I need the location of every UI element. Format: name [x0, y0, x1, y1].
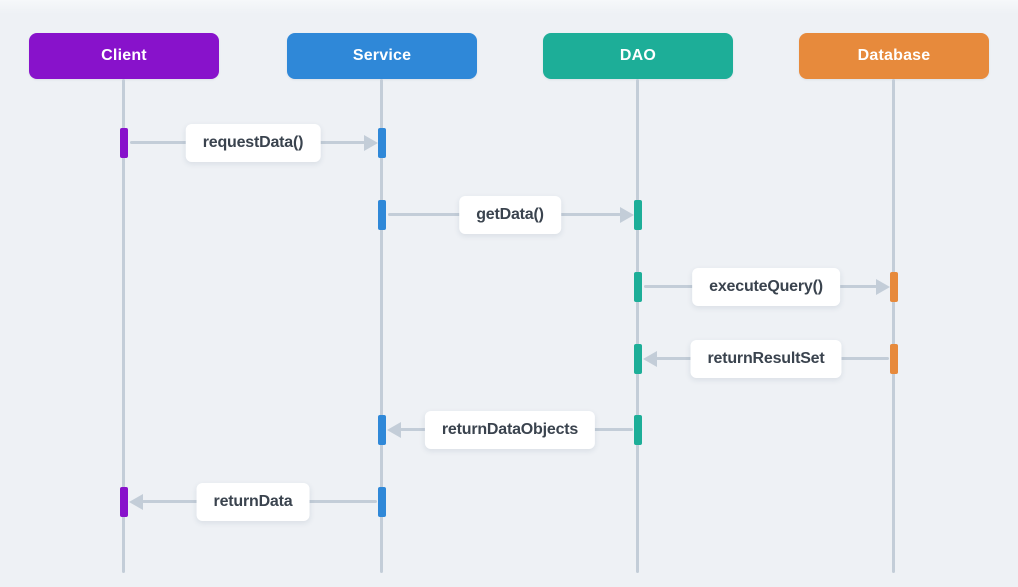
lifeline-dao [636, 79, 639, 573]
activation-dao [634, 415, 642, 445]
activation-dao [634, 344, 642, 374]
actor-box-client: Client [29, 33, 219, 79]
activation-database [890, 344, 898, 374]
arrowhead-left-icon [129, 494, 143, 510]
message-label-return-result-set: returnResultSet [690, 340, 842, 378]
actor-label-client: Client [101, 47, 147, 64]
activation-service [378, 128, 386, 158]
actor-label-database: Database [857, 47, 931, 64]
arrowhead-right-icon [364, 135, 378, 151]
lifeline-service [380, 79, 383, 573]
activation-client [120, 487, 128, 517]
activation-service [378, 415, 386, 445]
actor-box-service: Service [287, 33, 477, 79]
arrowhead-right-icon [620, 207, 634, 223]
arrowhead-left-icon [643, 351, 657, 367]
message-label-request-data: requestData() [185, 124, 321, 162]
lifeline-client [122, 79, 125, 573]
activation-database [890, 272, 898, 302]
activation-client [120, 128, 128, 158]
activation-dao [634, 272, 642, 302]
message-label-return-data-objects: returnDataObjects [424, 411, 596, 449]
message-label-return-data: returnData [196, 483, 310, 521]
activation-dao [634, 200, 642, 230]
lifeline-database [892, 79, 895, 573]
message-label-get-data: getData() [459, 196, 561, 234]
arrowhead-left-icon [387, 422, 401, 438]
actor-box-database: Database [799, 33, 989, 79]
actor-label-service: Service [352, 47, 412, 64]
activation-service [378, 487, 386, 517]
message-label-execute-query: executeQuery() [692, 268, 840, 306]
actor-box-dao: DAO [543, 33, 733, 79]
actor-label-dao: DAO [619, 47, 657, 64]
activation-service [378, 200, 386, 230]
arrowhead-right-icon [876, 279, 890, 295]
